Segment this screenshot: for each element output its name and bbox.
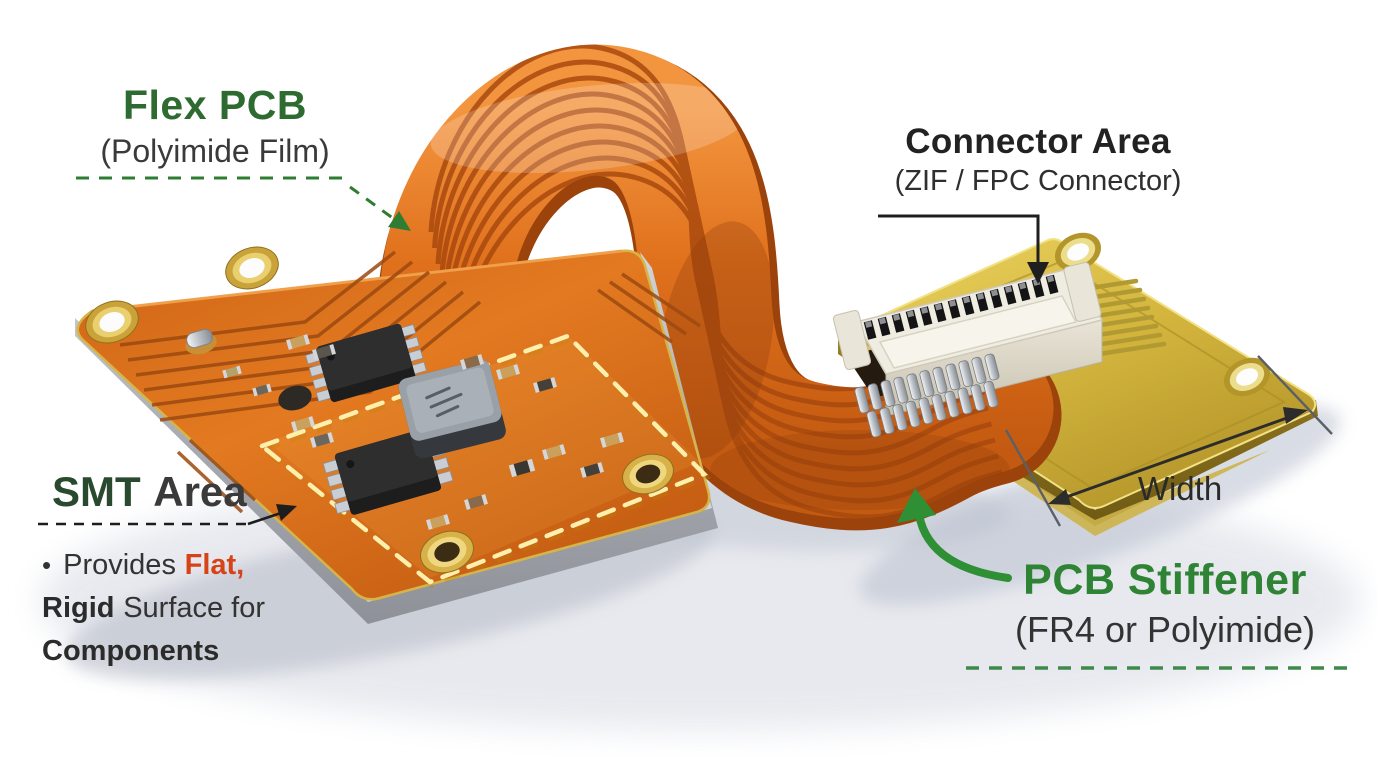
bullet-rigid: Rigid: [42, 592, 115, 624]
bullet-middle: Surface for: [123, 592, 266, 624]
smt-hole: [225, 246, 279, 290]
width-dimension-label: Width: [1137, 470, 1223, 507]
pcb-stiffener-label: PCB Stiffener (FR4 or Polyimide): [955, 556, 1375, 651]
width-dimension: [1004, 355, 1333, 527]
smt-outline-shadow: [257, 335, 712, 589]
smt-hole: [85, 300, 139, 344]
width-arrowhead-right: [1283, 407, 1308, 424]
zif-actuator-ridge: [878, 295, 1078, 369]
smt-region-tint: [268, 338, 700, 578]
bullet-components: Components: [42, 635, 220, 667]
flex-pcb-subtitle: (Polyimide Film): [100, 133, 330, 169]
pcb-stiffener-subtitle: (FR4 or Polyimide): [1014, 609, 1316, 650]
smt-hole: [420, 530, 474, 574]
smt-board: [75, 246, 718, 624]
smt-dashed-outline: [257, 333, 708, 585]
smt-hole: [622, 453, 674, 495]
flex-pcb-title: Flex PCB: [123, 82, 307, 128]
bullet-marker: •: [42, 550, 52, 580]
pcb-stiffener-title: PCB Stiffener: [1023, 556, 1307, 604]
extension-line: [1257, 355, 1333, 435]
inductor: [398, 359, 506, 459]
ic-chip: [305, 323, 427, 403]
smt-area-title-rest: Area: [153, 468, 247, 515]
width-arrowhead-left: [1048, 489, 1071, 505]
zif-end-cap: [1063, 261, 1102, 322]
smt-arrowhead: [276, 504, 297, 521]
connector-arrowhead: [1027, 262, 1049, 284]
flex-pcb-label: Flex PCB (Polyimide Film): [25, 82, 405, 170]
passive-chips: [222, 334, 624, 530]
zif-pin-slots: [863, 274, 1059, 340]
annotations: [38, 176, 1350, 670]
stiffener-pointer: [897, 488, 1350, 670]
flex-pcb-pointer: [76, 176, 411, 231]
connector-pointer: [878, 214, 1049, 284]
flex-pcb-arrowhead: [388, 211, 411, 231]
smt-stiffener-edge: [75, 252, 718, 624]
connector-area-subtitle: (ZIF / FPC Connector): [894, 165, 1182, 197]
smt-pointer: [38, 504, 297, 526]
crystal-component: [185, 328, 217, 355]
zif-connector: [832, 261, 1104, 438]
smt-area-title-accent: SMT: [52, 468, 141, 515]
connector-board-hole: [1223, 357, 1271, 397]
smt-board-top: [76, 249, 711, 601]
connector-area-label: Connector Area (ZIF / FPC Connector): [828, 122, 1248, 198]
connector-area-title: Connector Area: [905, 122, 1171, 161]
zif-end-cap: [832, 310, 872, 370]
zif-contact-pins: [854, 353, 1000, 438]
connector-board-hole: [1054, 232, 1102, 272]
extension-line: [1004, 429, 1062, 527]
stiffener-arrowhead: [897, 488, 936, 523]
flex-traces: [426, 46, 1010, 517]
smt-area-label: SMT Area: [52, 468, 247, 516]
smt-components: [185, 323, 624, 530]
flex-ribbon: [426, 46, 1010, 517]
capacitor: [278, 385, 312, 411]
bullet-lead: Provides: [63, 549, 176, 581]
bullet-flat: Flat,: [184, 549, 245, 581]
